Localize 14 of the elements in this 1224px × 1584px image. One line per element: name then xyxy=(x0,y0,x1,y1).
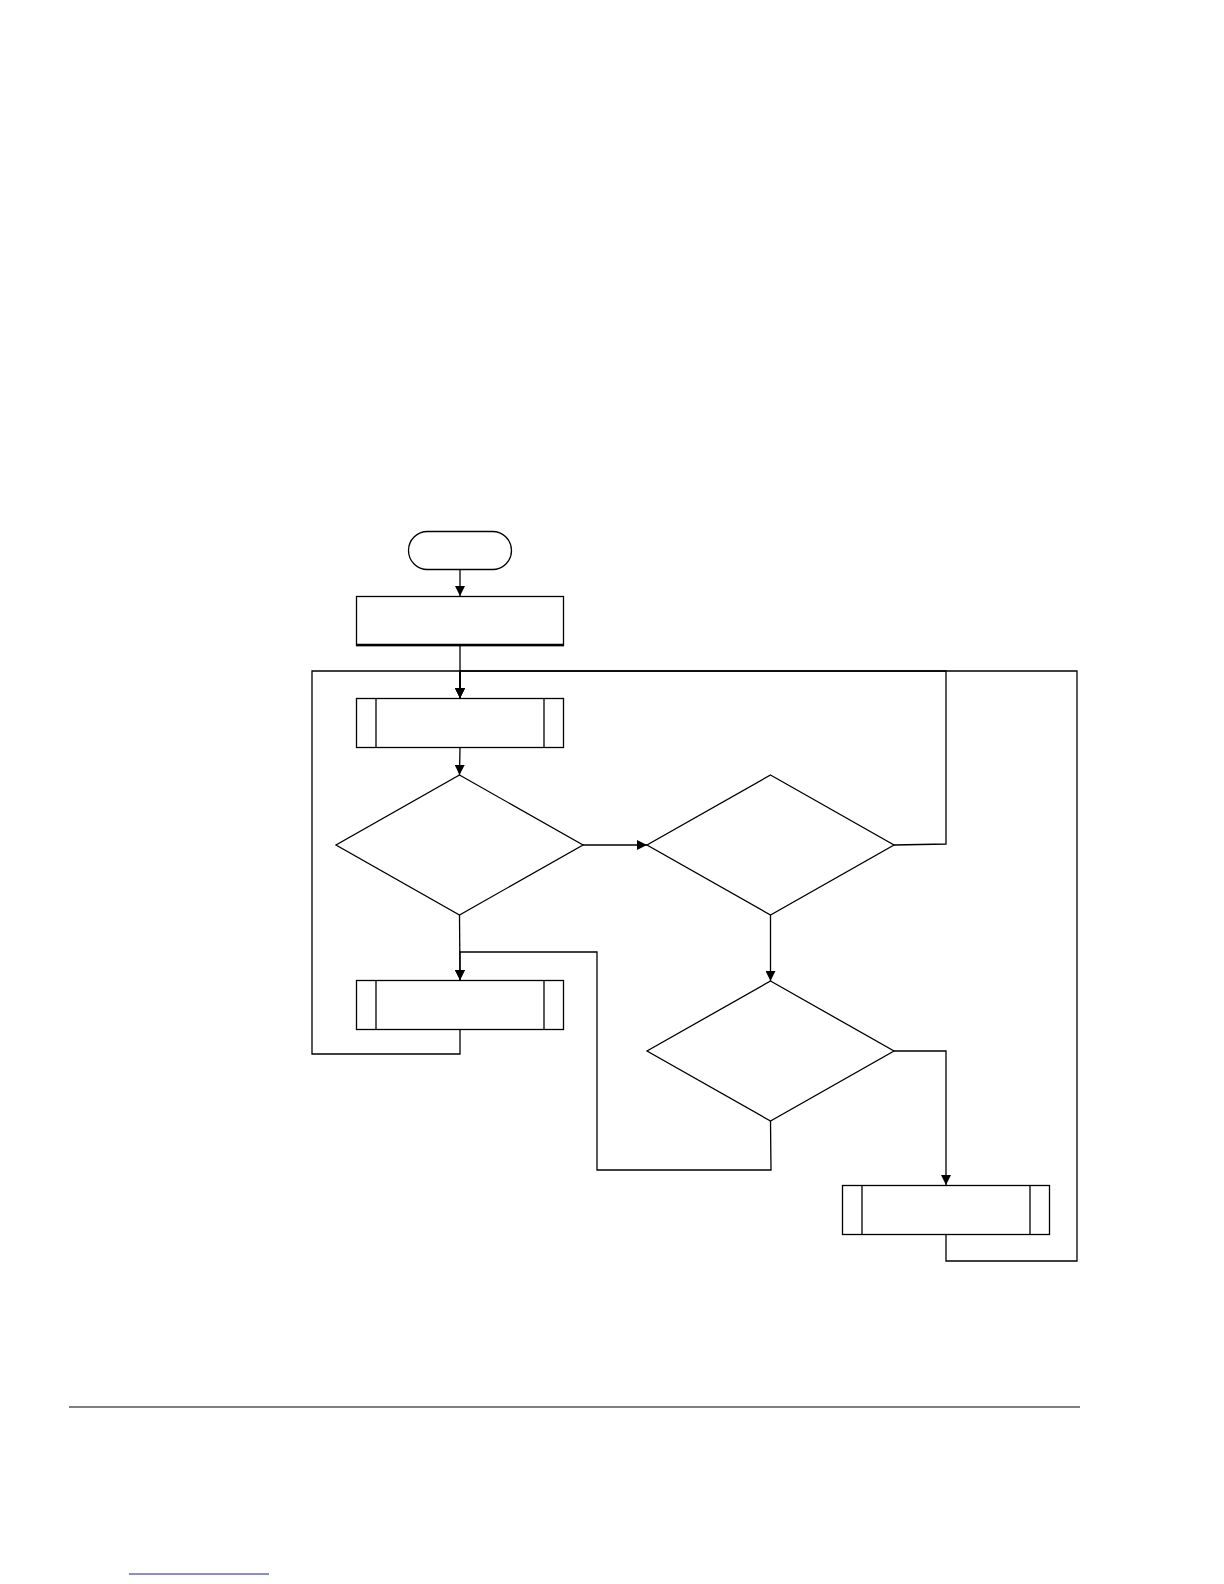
arrow xyxy=(893,1050,951,1186)
decision-diamond xyxy=(647,775,894,915)
subroutine-box xyxy=(356,980,564,1030)
arrow xyxy=(455,569,465,597)
decision-diamond xyxy=(336,775,583,915)
arrow xyxy=(455,670,947,846)
arrow xyxy=(582,840,648,850)
arrow xyxy=(455,951,772,1171)
subroutine-box xyxy=(842,1185,1050,1235)
arrow xyxy=(765,914,776,982)
decision-diamond xyxy=(647,981,894,1121)
process-box xyxy=(356,596,564,646)
arrow xyxy=(454,747,465,776)
subroutine-box xyxy=(356,698,564,748)
